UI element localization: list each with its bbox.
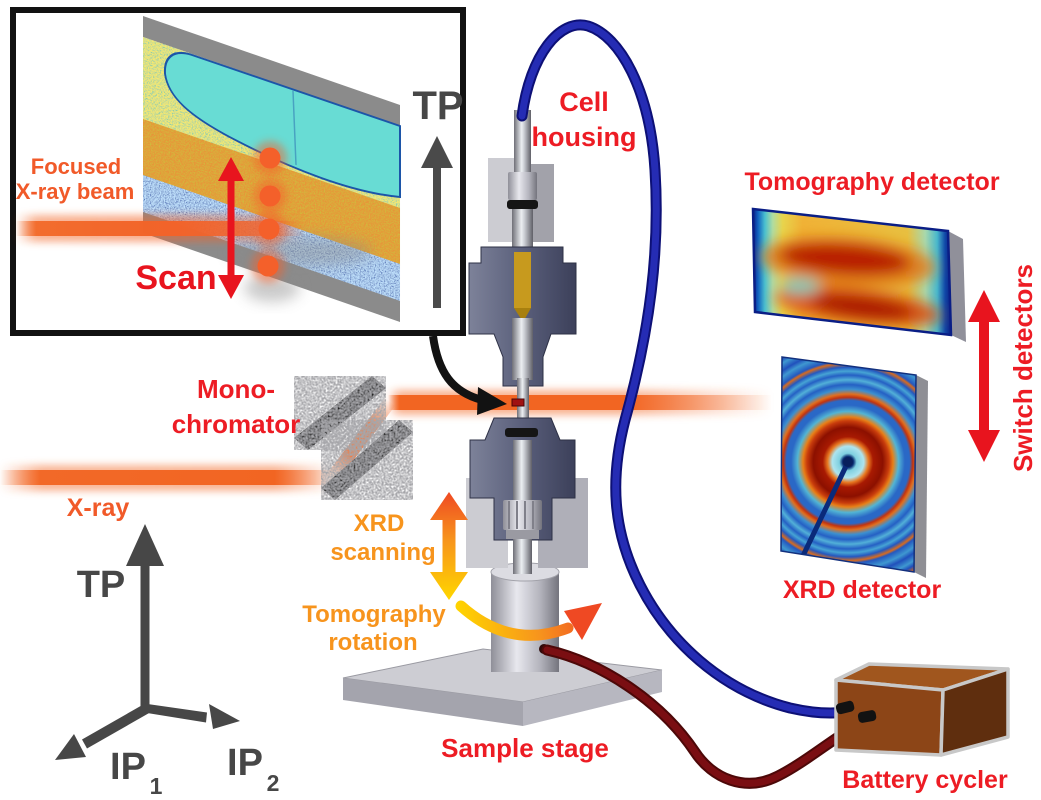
- panel-crack: [292, 90, 297, 166]
- gold-electrode: [514, 252, 531, 308]
- piston-rod: [512, 209, 533, 253]
- battery-cycler-box: [834, 662, 1010, 757]
- rotation-cylinder: [491, 572, 559, 672]
- beam-shadow-2: [244, 274, 300, 302]
- monochromator-label-line1: Mono-: [197, 374, 275, 404]
- cycler-connectors: [835, 700, 877, 723]
- ip1-axis-label: IP: [110, 746, 146, 788]
- inner-rod: [512, 318, 533, 380]
- tomo-edge: [948, 231, 966, 342]
- blue-cable: [516, 19, 852, 719]
- cycler-side: [939, 667, 1010, 757]
- beamstop: [843, 457, 853, 467]
- xrd-scanning-label-line1: XRD: [354, 510, 405, 537]
- top-rod: [514, 110, 531, 174]
- ip1-axis-subscript: 1: [150, 773, 163, 799]
- top-collar: [508, 172, 537, 200]
- xray-label: X-ray: [67, 494, 130, 522]
- scan-arrow-icon: [218, 157, 244, 299]
- inset-box: TP Focused X-ray beam Scan: [10, 7, 466, 336]
- scan-spot: [259, 147, 281, 169]
- xrd-detector-label: XRD detector: [783, 576, 942, 604]
- ip2-axis-label: IP: [227, 742, 263, 784]
- scan-spot: [257, 255, 279, 277]
- stage-front-left: [343, 678, 523, 726]
- beamstop-arm: [797, 460, 851, 564]
- ip2-axis-shaft: [144, 703, 207, 723]
- monochromator-crystal-2: [321, 420, 413, 500]
- focused-beam-label-line1: Focused: [31, 154, 121, 179]
- cell-housing-label-line1: Cell: [559, 87, 609, 117]
- collar-ring: [506, 530, 539, 539]
- xrd-detector-panel: [780, 356, 928, 578]
- xrd-scanning-arrow: [430, 492, 468, 600]
- focused-beam-label-line2: X-ray beam: [16, 179, 135, 204]
- cell-housing-label-line2: housing: [532, 122, 637, 152]
- o-ring-bottom: [505, 428, 538, 437]
- tomography-detector-label: Tomography detector: [744, 168, 999, 196]
- scan-spot: [259, 185, 281, 207]
- cell-housing-assembly: [466, 110, 588, 574]
- tp-axis-label: TP: [77, 564, 126, 606]
- scan-spot: [258, 218, 280, 240]
- coordinate-axes: [55, 524, 240, 760]
- ip2-axis-arrowhead: [209, 704, 240, 729]
- battery-cycler-label: Battery cycler: [842, 766, 1008, 794]
- panel-cyan-blob: [163, 52, 401, 199]
- cycler-front: [834, 678, 945, 757]
- panel-top-case: [143, 16, 400, 126]
- sample-stage-label: Sample stage: [441, 733, 609, 763]
- knurl-lines: [508, 501, 534, 529]
- tomography-rotation-arrow: [455, 600, 602, 641]
- gold-electrode-tip: [514, 308, 531, 322]
- scan-label: Scan: [135, 259, 216, 297]
- battery-sample: [511, 398, 525, 407]
- inset-tp-label: TP: [412, 84, 463, 128]
- tomography-rotation-label-line1: Tomography: [302, 601, 446, 628]
- tomography-detector-panel: [751, 207, 966, 342]
- neck-rod: [517, 378, 529, 418]
- o-ring-top: [507, 200, 538, 209]
- monochromator-beam: [325, 398, 395, 484]
- scan-spots: [251, 141, 287, 283]
- tp-axis-arrowhead: [126, 524, 164, 566]
- tp-arrow-icon: [421, 136, 453, 308]
- monochromator-label-line2: chromator: [172, 409, 301, 439]
- switch-detectors-arrow: [968, 290, 1000, 462]
- xrd-scanning-label-line2: scanning: [330, 539, 435, 566]
- xray-beam-path: [0, 390, 772, 491]
- ip1-axis-arrowhead: [55, 734, 86, 760]
- inset-pointer-arrow: [429, 335, 507, 415]
- monochromator-crystals: [294, 376, 413, 500]
- dark-red-cable: [541, 644, 878, 789]
- monochromator-crystal-1: [294, 376, 386, 450]
- ip1-axis-shaft: [82, 703, 150, 749]
- switch-detectors-label: Switch detectors: [1008, 264, 1038, 472]
- xrd-edge: [914, 375, 928, 578]
- ip2-axis-subscript: 2: [267, 770, 280, 796]
- monochromatic-beam: [388, 395, 772, 410]
- tomography-rotation-label-line2: rotation: [328, 629, 417, 656]
- incoming-xray-beam: [0, 470, 335, 485]
